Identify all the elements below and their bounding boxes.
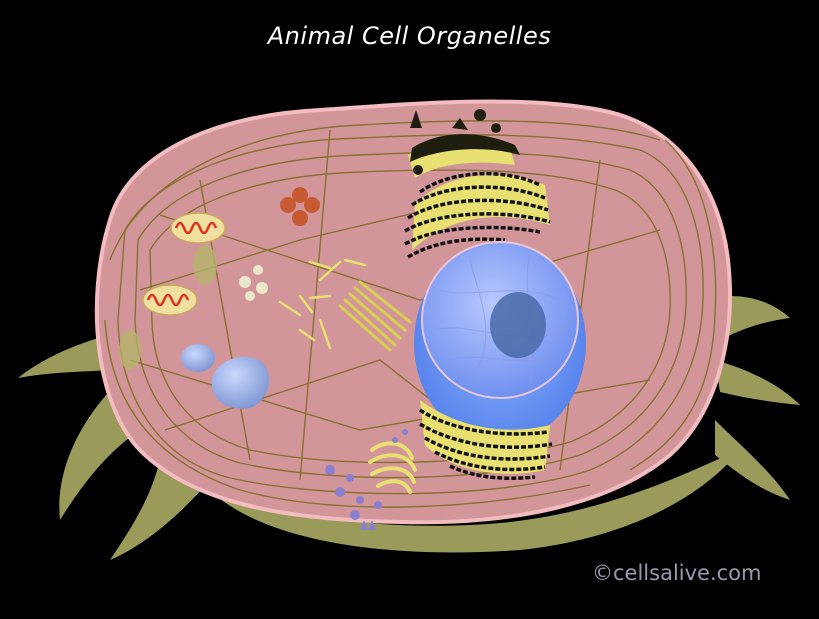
watermark-credit: ©cellsalive.com: [592, 561, 762, 585]
centrosome: [338, 280, 412, 352]
peroxisome: [119, 330, 141, 370]
secretory-vesicles: [239, 265, 268, 301]
vesicles: [325, 429, 408, 530]
rough-endoplasmic-reticulum-lower: [419, 400, 553, 480]
peroxisome: [193, 245, 217, 285]
golgi-apparatus: [368, 441, 417, 494]
mitochondrion-upper: [170, 212, 226, 244]
mitochondrion-lower: [142, 284, 198, 316]
page-title: Animal Cell Organelles: [267, 22, 552, 50]
vacuole-small: [181, 344, 215, 372]
nucleus: [414, 241, 586, 443]
nucleolus: [490, 292, 546, 358]
vacuole-large: [211, 356, 270, 409]
golgi-apparatus-top: [408, 109, 520, 178]
rough-endoplasmic-reticulum-upper: [404, 171, 551, 259]
cell-membrane: [94, 99, 732, 525]
microtubules: [278, 258, 367, 350]
lysosome-cluster: [280, 187, 320, 226]
